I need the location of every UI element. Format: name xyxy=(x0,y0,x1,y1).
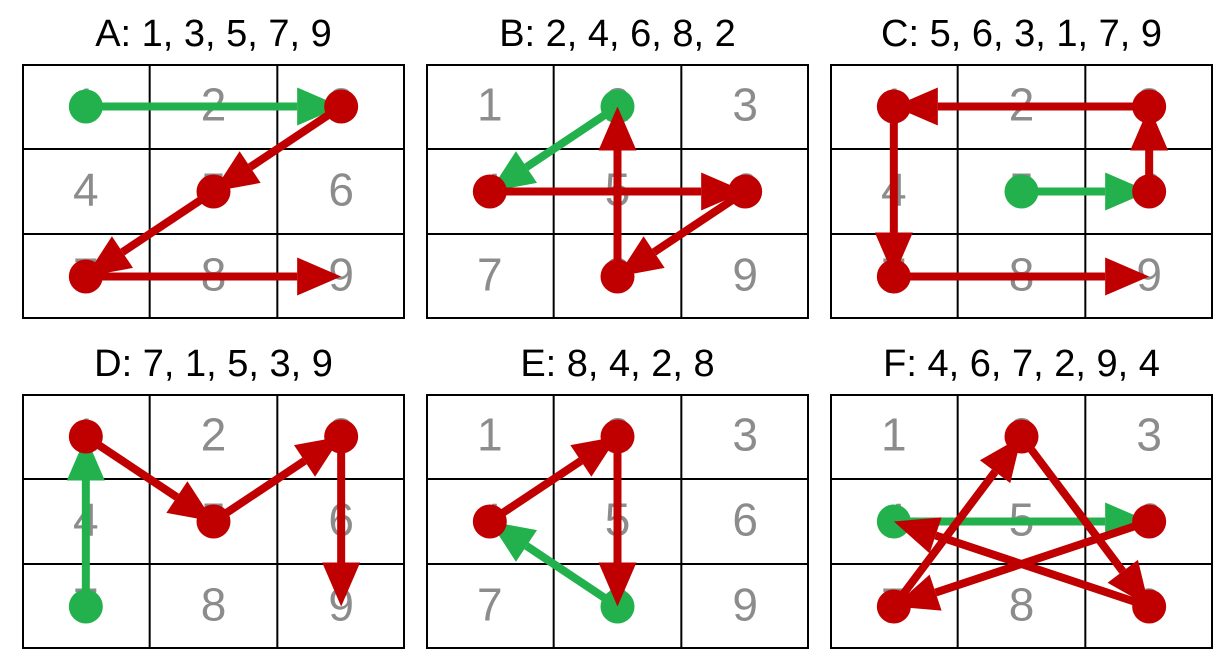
cell-number: 1 xyxy=(477,79,503,131)
grid-board: 123456789 xyxy=(426,64,809,319)
cell-number: 7 xyxy=(477,579,503,631)
cell-number: 9 xyxy=(732,249,758,301)
cell-number: 3 xyxy=(1136,409,1162,461)
panel-title: A: 1, 3, 5, 7, 9 xyxy=(95,13,332,55)
move-arrow xyxy=(598,106,637,294)
grid-lines xyxy=(426,394,809,649)
panel-d: D: 7, 1, 5, 3, 9 123456789 xyxy=(22,340,405,649)
move-arrow xyxy=(893,517,1167,624)
start-move-arrow xyxy=(1004,172,1150,211)
grid-board: 123456789 xyxy=(830,64,1213,319)
move-arrow xyxy=(874,89,913,277)
panel-b: B: 2, 4, 6, 8, 2 123456789 xyxy=(426,10,809,319)
panel-a: A: 1, 3, 5, 7, 9 123456789 xyxy=(22,10,405,319)
move-arrow xyxy=(68,257,342,296)
panel-title: D: 7, 1, 5, 3, 9 xyxy=(94,343,333,385)
cell-number: 6 xyxy=(732,494,758,546)
cell-number: 3 xyxy=(732,409,758,461)
grid-board: 123456789 xyxy=(426,394,809,649)
move-arrow xyxy=(472,172,746,211)
move-arrow xyxy=(1130,106,1169,209)
panel-title: C: 5, 6, 3, 1, 7, 9 xyxy=(881,13,1162,55)
move-arrow xyxy=(876,257,1150,296)
panel-title: E: 8, 4, 2, 8 xyxy=(520,343,715,385)
cell-number: 8 xyxy=(201,579,227,631)
panel-c: C: 5, 6, 3, 1, 7, 9 123456789 xyxy=(830,10,1213,319)
cell-number: 1 xyxy=(881,409,907,461)
panel-title: B: 2, 4, 6, 8, 2 xyxy=(499,13,736,55)
move-arrow xyxy=(472,436,618,539)
cell-number: 4 xyxy=(73,164,99,216)
cell-number: 8 xyxy=(1009,579,1035,631)
cell-number: 7 xyxy=(477,249,503,301)
grid-board: 123456789 xyxy=(830,394,1213,649)
cell-number: 6 xyxy=(328,164,354,216)
cell-number: 3 xyxy=(732,79,758,131)
move-arrow xyxy=(598,419,637,607)
move-arrow xyxy=(893,87,1167,126)
grid-board: 123456789 xyxy=(22,394,405,649)
panel-f: F: 4, 6, 7, 2, 9, 4 123456789 xyxy=(830,340,1213,649)
start-move-arrow xyxy=(68,87,342,126)
panel-e: E: 8, 4, 2, 8 123456789 xyxy=(426,340,809,649)
cell-number: 2 xyxy=(201,409,227,461)
move-arrow xyxy=(322,419,361,607)
grid-board: 123456789 xyxy=(22,64,405,319)
start-move-arrow xyxy=(66,436,105,624)
panel-title: F: 4, 6, 7, 2, 9, 4 xyxy=(883,343,1160,385)
cell-number: 9 xyxy=(732,579,758,631)
cell-number: 1 xyxy=(477,409,503,461)
